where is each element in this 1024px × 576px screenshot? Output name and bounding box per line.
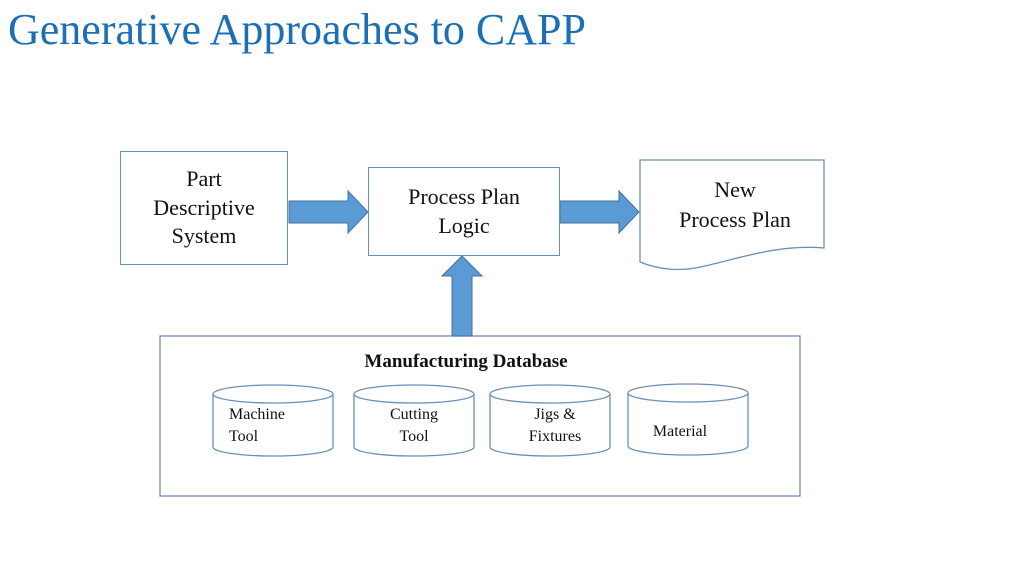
process-plan-logic-box: Process Plan Logic (368, 167, 560, 256)
arrow-part-to-logic (288, 189, 369, 235)
process-plan-logic-label: Process Plan Logic (408, 183, 520, 238)
manufacturing-database-title: Manufacturing Database (364, 351, 568, 372)
database-cylinder-machine-tool (212, 384, 334, 457)
database-cylinder-material (627, 383, 749, 456)
arrow-logic-to-plan (559, 189, 640, 235)
jigs-fixtures-label: Jigs & Fixtures (528, 406, 582, 445)
material-label: Material (652, 423, 708, 440)
new-process-plan-label: New Process Plan (679, 177, 791, 232)
new-process-plan-document (639, 159, 825, 271)
slide-title: Generative Approaches to CAPP (8, 5, 586, 54)
machine-tool-label: Machine Tool (229, 406, 285, 445)
part-descriptive-system-label: Part Descriptive System (153, 166, 255, 249)
database-cylinder-jigs-fixtures (489, 384, 611, 457)
part-descriptive-system-box: Part Descriptive System (120, 151, 288, 265)
arrow-database-to-logic (440, 255, 484, 337)
database-cylinder-cutting-tool (353, 384, 475, 457)
cutting-tool-label: Cutting Tool (389, 406, 438, 445)
